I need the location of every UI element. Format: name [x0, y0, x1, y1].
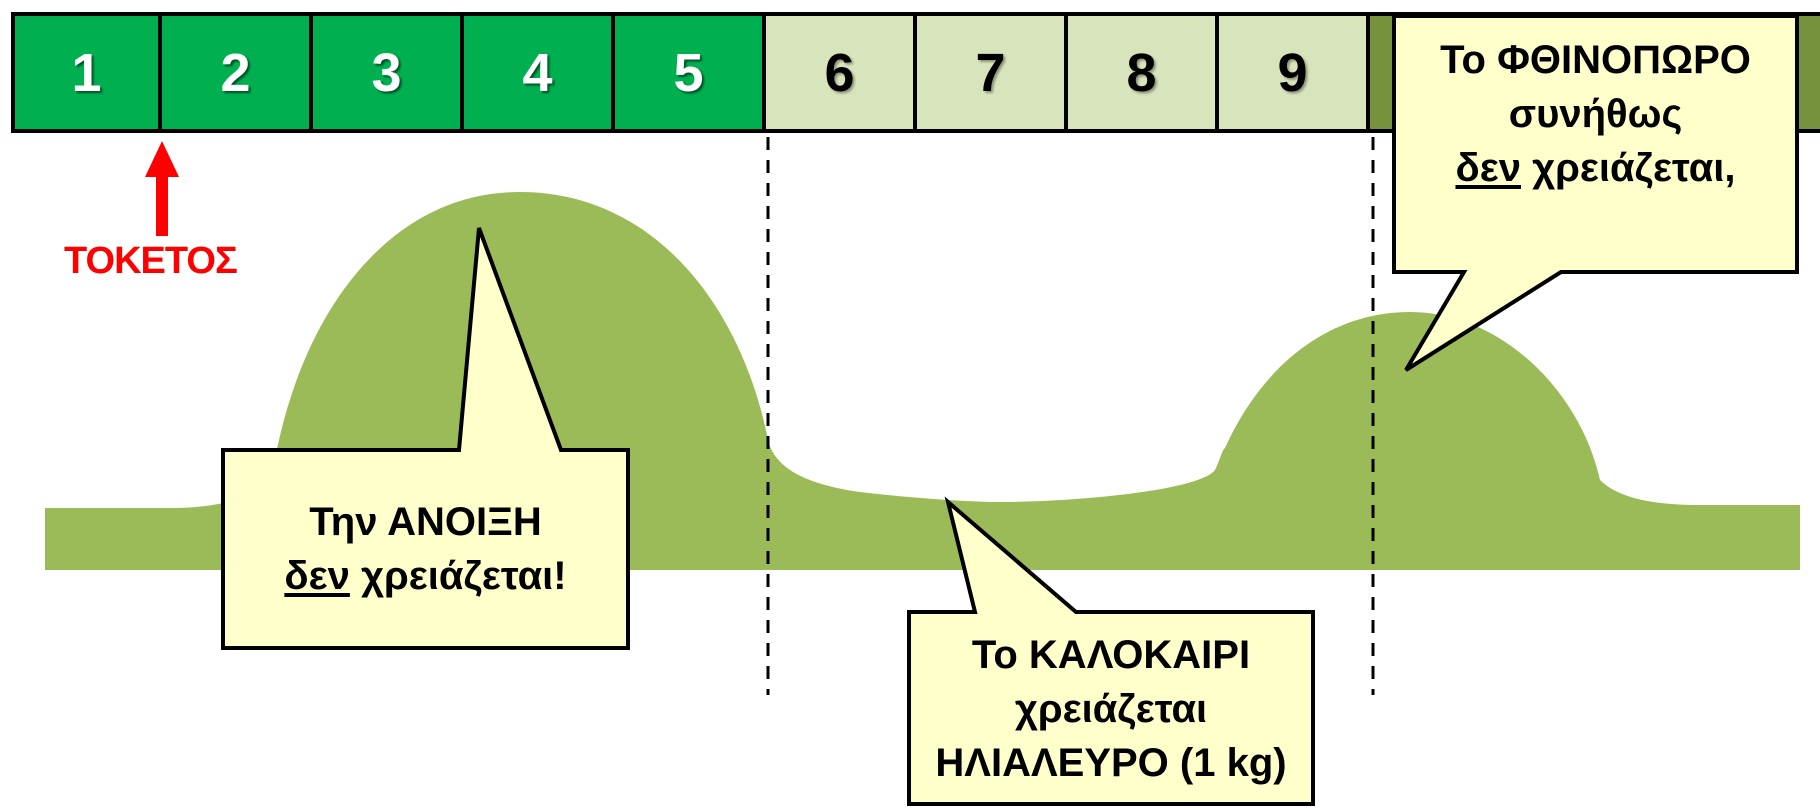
autumn-callout [1392, 14, 1799, 372]
summer-line1: Το ΚΑΛΟΚΑΙΡΙ [971, 633, 1251, 677]
autumn-line3-rest: χρειάζεται, [1520, 146, 1736, 190]
month-cell-1: 1 [11, 16, 162, 129]
spring-callout [221, 227, 630, 650]
spring-line1: Την ΑΝΟΙΞΗ [309, 500, 542, 544]
month-cell-6: 6 [766, 16, 917, 129]
month-cell-8: 8 [1068, 16, 1219, 129]
birth-arrow [145, 141, 179, 236]
month-cell-3: 3 [313, 16, 464, 129]
summer-line3: ΗΛΙΑΛΕΥΡΟ (1 kg) [935, 741, 1287, 785]
spring-negation: δεν [284, 554, 350, 598]
summer-line2: χρειάζεται [1014, 687, 1208, 731]
spring-line2-rest: χρειάζεται! [349, 554, 567, 598]
birth-label: ΤΟΚΕΤΟΣ [64, 240, 238, 282]
summer-callout [907, 496, 1315, 806]
spring-callout-text: Την ΑΝΟΙΞΗ δεν χρειάζεται! [223, 495, 628, 603]
month-cell-4: 4 [464, 16, 615, 129]
autumn-negation: δεν [1455, 146, 1521, 190]
spring-line2: δεν χρειάζεται! [223, 549, 628, 603]
month-cell-7: 7 [917, 16, 1068, 129]
summer-callout-text: Το ΚΑΛΟΚΑΙΡΙ χρειάζεται ΗΛΙΑΛΕΥΡΟ (1 kg) [909, 628, 1313, 790]
month-cell-5: 5 [615, 16, 766, 129]
autumn-line3: δεν χρειάζεται, [1394, 141, 1797, 195]
month-cell-2: 2 [162, 16, 313, 129]
autumn-line2: συνήθως [1508, 92, 1683, 136]
autumn-callout-text: Το ΦΘΙΝΟΠΩΡΟ συνήθως δεν χρειάζεται, [1394, 33, 1797, 195]
month-cell-9: 9 [1219, 16, 1370, 129]
autumn-line1: Το ΦΘΙΝΟΠΩΡΟ [1440, 38, 1751, 82]
